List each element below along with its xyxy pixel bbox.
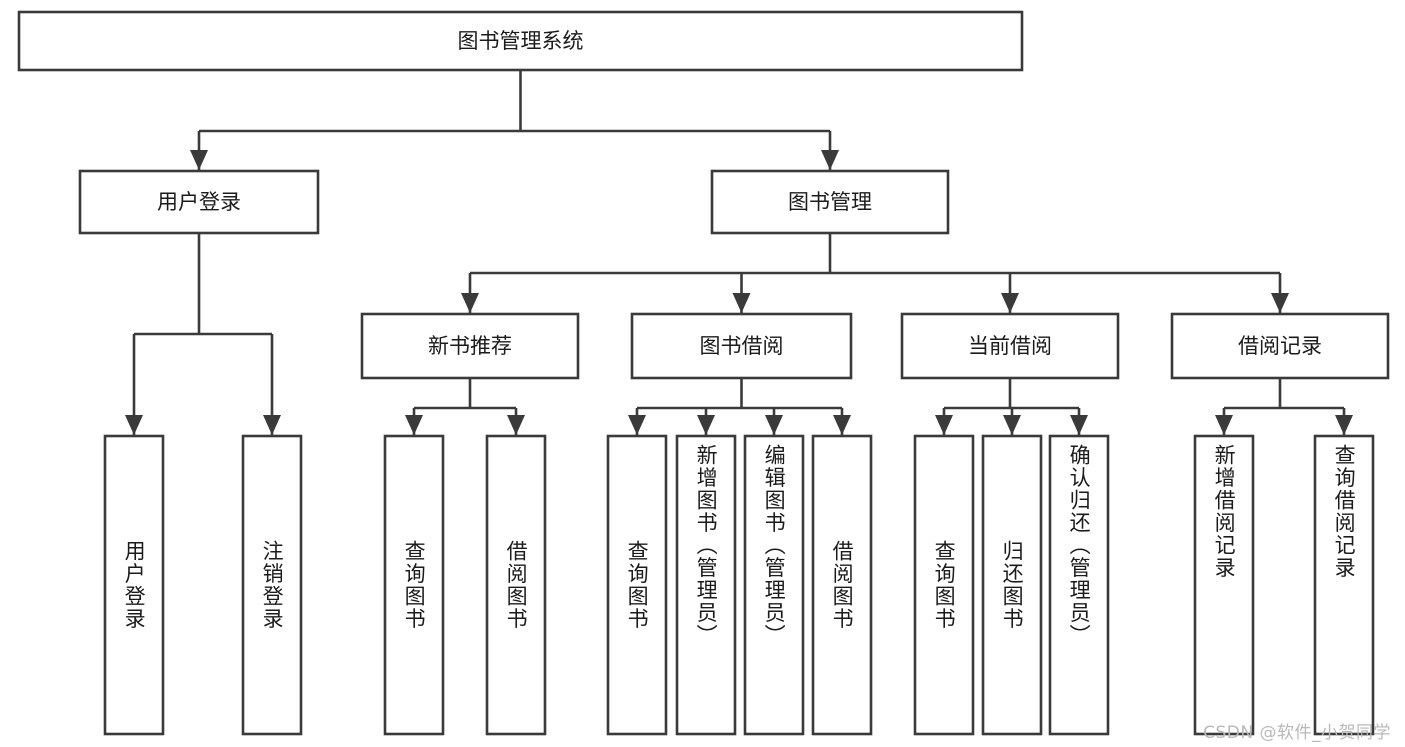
connector-layer: [125, 70, 1353, 435]
arrow-head-icon: [628, 415, 646, 435]
node-label-user-login: 用户登录: [157, 190, 241, 214]
arrow-head-icon: [507, 415, 525, 435]
node-label-book-borrow: 图书借阅: [700, 334, 784, 358]
node-box-leaf-user-login[interactable]: [103, 434, 165, 736]
arrow-head-icon: [1070, 415, 1088, 435]
arrow-head-icon: [833, 415, 851, 435]
node-box-leaf-confirm-return[interactable]: [1048, 434, 1110, 736]
arrow-head-icon: [1335, 415, 1353, 435]
node-box-leaf-query-record[interactable]: [1313, 434, 1375, 736]
arrow-head-icon: [1271, 293, 1289, 313]
node-label-borrow-record: 借阅记录: [1238, 334, 1322, 358]
node-box-root[interactable]: [17, 10, 1024, 72]
arrow-head-icon: [1003, 415, 1021, 435]
node-box-borrow-record[interactable]: [1170, 312, 1390, 380]
arrow-head-icon: [461, 293, 479, 313]
arrow-head-icon: [405, 415, 423, 435]
arrow-head-icon: [125, 415, 143, 435]
watermark-text: CSDN @软件_小贺同学: [1203, 723, 1391, 743]
node-box-leaf-add-record[interactable]: [1193, 434, 1255, 736]
arrow-head-icon: [190, 150, 208, 170]
node-box-leaf-query-book-2[interactable]: [606, 434, 668, 736]
arrow-head-icon: [732, 293, 751, 313]
arrow-head-icon: [765, 415, 783, 435]
arrow-head-icon: [821, 150, 839, 170]
node-label-new-book-recommend: 新书推荐: [428, 334, 512, 358]
arrow-head-icon: [263, 415, 281, 435]
node-label-root: 图书管理系统: [458, 29, 584, 53]
node-box-user-login[interactable]: [78, 169, 320, 235]
node-box-leaf-query-book-1[interactable]: [383, 434, 445, 736]
arrow-head-icon: [935, 415, 953, 435]
node-box-book-borrow[interactable]: [630, 312, 853, 380]
node-box-new-book-recommend[interactable]: [360, 312, 580, 380]
node-box-leaf-return-book[interactable]: [981, 434, 1043, 736]
node-label-book-manage: 图书管理: [788, 190, 872, 214]
node-box-leaf-add-book[interactable]: [675, 434, 737, 736]
node-box-leaf-borrow-book-2[interactable]: [811, 434, 873, 736]
node-box-leaf-query-book-3[interactable]: [913, 434, 975, 736]
node-label-current-borrow: 当前借阅: [968, 334, 1052, 358]
node-box-leaf-borrow-book-1[interactable]: [485, 434, 547, 736]
arrow-head-icon: [1001, 293, 1019, 313]
node-box-book-manage[interactable]: [710, 169, 950, 235]
arrow-head-icon: [697, 415, 715, 435]
node-box-current-borrow[interactable]: [900, 312, 1120, 380]
node-box-leaf-edit-book[interactable]: [743, 434, 805, 736]
arrow-head-icon: [1215, 415, 1233, 435]
box-layer: [17, 10, 1390, 736]
node-box-leaf-logout[interactable]: [241, 434, 303, 736]
